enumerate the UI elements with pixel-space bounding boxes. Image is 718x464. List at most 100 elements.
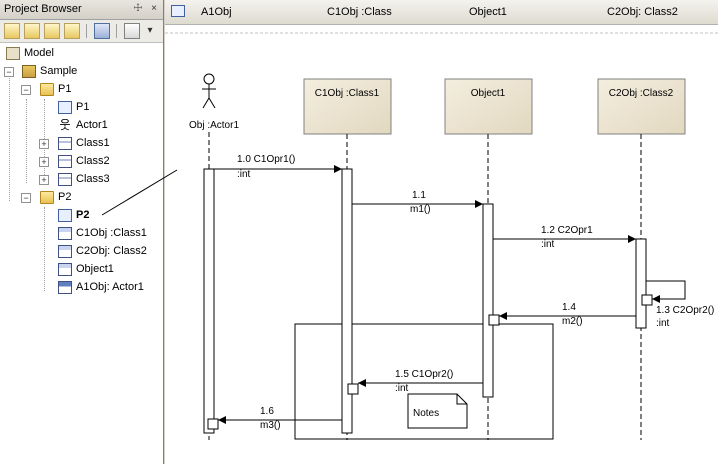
pin-icon[interactable]: ☩ bbox=[133, 3, 143, 14]
tree-node-label: C1Obj :Class1 bbox=[76, 227, 147, 239]
find-icon[interactable] bbox=[94, 23, 110, 39]
tree-node-label: P2 bbox=[76, 209, 90, 221]
object-icon bbox=[58, 244, 72, 258]
sequence-diagram-icon bbox=[58, 208, 72, 222]
activation-c1obj[interactable] bbox=[341, 168, 353, 434]
message-arrow-1-3[interactable] bbox=[646, 280, 686, 303]
message-return-1-5: :int bbox=[395, 383, 409, 394]
lifeline-label-object1: Object1 bbox=[471, 88, 506, 99]
folder-icon bbox=[40, 190, 54, 204]
folder-icon bbox=[40, 82, 54, 96]
model-icon bbox=[6, 46, 20, 60]
message-return-1-4: m2() bbox=[562, 316, 583, 327]
activation-actor-nested[interactable] bbox=[207, 418, 219, 430]
sequence-diagram-icon bbox=[58, 100, 72, 114]
tree-node-label: Object1 bbox=[76, 263, 114, 275]
tree-node-model[interactable]: Model bbox=[6, 45, 54, 61]
new-package-icon[interactable] bbox=[4, 23, 20, 39]
collapse-toggle[interactable]: − bbox=[21, 193, 31, 203]
tree-node-object1[interactable]: Object1 bbox=[58, 261, 114, 277]
tree-node-p2-diagram[interactable]: P2 bbox=[58, 207, 90, 223]
expand-toggle[interactable]: + bbox=[39, 157, 49, 167]
tree-node-label: C2Obj: Class2 bbox=[76, 245, 147, 257]
tree-node-sample[interactable]: Sample bbox=[22, 63, 77, 79]
class-icon bbox=[58, 154, 72, 168]
new-element-icon[interactable] bbox=[44, 23, 60, 39]
sequence-diagram[interactable]: C1Obj :Class1 Object1 C2Obj :Class2 Obj … bbox=[165, 0, 718, 464]
close-icon[interactable]: × bbox=[151, 3, 157, 14]
message-label-1-5: 1.5 C1Opr2() bbox=[395, 369, 453, 380]
tree-node-label: Sample bbox=[40, 65, 78, 77]
tree-connector bbox=[26, 99, 27, 183]
activation-actor[interactable] bbox=[203, 168, 215, 434]
collapse-toggle[interactable]: − bbox=[4, 67, 14, 77]
activation-object1-nested[interactable] bbox=[488, 314, 500, 326]
tree-node-label: Model bbox=[24, 47, 54, 59]
fragment-frame[interactable] bbox=[294, 323, 554, 440]
project-browser-panel: Project Browser ☩ × ▾ Model − Sample − P… bbox=[0, 0, 164, 464]
object-icon bbox=[58, 226, 72, 240]
message-return-1-2: :int bbox=[541, 239, 555, 250]
activation-c1obj-nested[interactable] bbox=[347, 383, 359, 395]
tree-node-label: Class2 bbox=[76, 155, 110, 167]
tree-connector bbox=[44, 207, 45, 291]
new-diagram-icon[interactable] bbox=[24, 23, 40, 39]
diagram-header: A1Obj C1Obj :Class Object1 C2Obj: Class2 bbox=[165, 0, 718, 25]
tree-node-p1-package[interactable]: P1 bbox=[40, 81, 71, 97]
message-return-1-3: :int bbox=[656, 318, 670, 329]
properties-icon[interactable] bbox=[64, 23, 80, 39]
tree-node-class3[interactable]: Class3 bbox=[58, 171, 110, 187]
expand-toggle[interactable]: + bbox=[39, 175, 49, 185]
tree-node-a1obj[interactable]: A1Obj: Actor1 bbox=[58, 279, 144, 295]
message-label-1-0: 1.0 C1Opr1() bbox=[237, 154, 295, 165]
project-browser-title: Project Browser bbox=[4, 3, 82, 15]
toolbar-separator bbox=[116, 24, 117, 38]
tree-node-label: A1Obj: Actor1 bbox=[76, 281, 144, 293]
message-label-1-4: 1.4 bbox=[562, 302, 576, 313]
note-fold bbox=[456, 394, 467, 405]
tree-node-label: Class1 bbox=[76, 137, 110, 149]
edit-icon[interactable] bbox=[124, 23, 140, 39]
project-browser-toolbar: ▾ bbox=[0, 20, 163, 43]
diagram-header-col1: C1Obj :Class bbox=[327, 6, 392, 18]
actor-figure[interactable] bbox=[202, 73, 216, 109]
diagram-panel: A1Obj C1Obj :Class Object1 C2Obj: Class2… bbox=[165, 0, 718, 464]
message-return-1-0: :int bbox=[237, 169, 251, 180]
tree-node-c1obj[interactable]: C1Obj :Class1 bbox=[58, 225, 147, 241]
tree-node-p2-package[interactable]: P2 bbox=[40, 189, 71, 205]
note-text: Notes bbox=[413, 408, 439, 419]
actor-object-icon bbox=[58, 280, 72, 294]
class-icon bbox=[58, 172, 72, 186]
diagram-header-col3: C2Obj: Class2 bbox=[607, 6, 678, 18]
tree-node-class2[interactable]: Class2 bbox=[58, 153, 110, 169]
activation-c2obj[interactable] bbox=[635, 238, 647, 329]
message-return-1-6: m3() bbox=[260, 420, 281, 431]
activation-c2obj-nested[interactable] bbox=[641, 294, 653, 306]
note-box[interactable] bbox=[407, 393, 468, 429]
tree-node-c2obj[interactable]: C2Obj: Class2 bbox=[58, 243, 147, 259]
actor-icon: 웃 bbox=[59, 117, 71, 132]
expand-toggle[interactable]: + bbox=[39, 139, 49, 149]
message-label-1-1: 1.1 bbox=[412, 190, 426, 201]
object-icon bbox=[58, 262, 72, 276]
tree-node-label: P2 bbox=[58, 191, 72, 203]
tree-node-class1[interactable]: Class1 bbox=[58, 135, 110, 151]
collapse-toggle[interactable]: − bbox=[21, 85, 31, 95]
project-browser-titlebar: Project Browser ☩ × bbox=[0, 0, 163, 20]
lifeline-box-c1obj[interactable] bbox=[303, 78, 392, 135]
message-label-1-3: 1.3 C2Opr2() bbox=[656, 305, 714, 316]
message-label-1-6: 1.6 bbox=[260, 406, 274, 417]
sequence-diagram-icon bbox=[171, 5, 185, 17]
lifeline-box-c2obj[interactable] bbox=[597, 78, 686, 135]
lifeline-label-c1obj: C1Obj :Class1 bbox=[315, 88, 380, 99]
activation-object1[interactable] bbox=[482, 203, 494, 398]
diagram-header-col2: Object1 bbox=[469, 6, 507, 18]
tree-connector bbox=[9, 69, 10, 201]
tree-node-label: Class3 bbox=[76, 173, 110, 185]
message-label-1-2: 1.2 C2Opr1 bbox=[541, 225, 593, 236]
class-icon bbox=[58, 136, 72, 150]
tree-node-p1-diagram[interactable]: P1 bbox=[58, 99, 89, 115]
chevron-down-icon[interactable]: ▾ bbox=[147, 25, 153, 36]
